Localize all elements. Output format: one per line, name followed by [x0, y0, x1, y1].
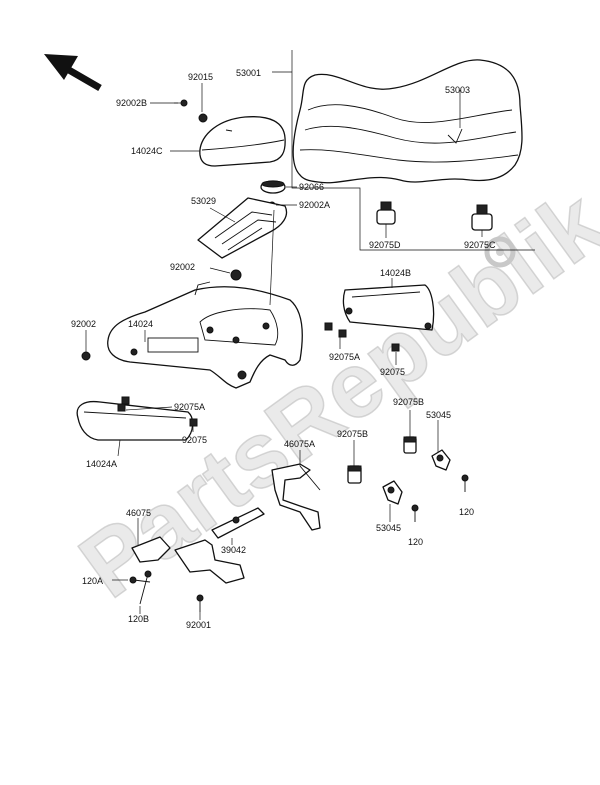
bracket-46075a — [271, 463, 321, 531]
bracket-46075 — [131, 536, 245, 584]
label-92075c: 92075C — [464, 240, 496, 250]
damper-92075c — [471, 204, 493, 231]
label-92075b-right: 92075B — [393, 397, 424, 407]
grommet-set — [81, 322, 400, 427]
label-53029: 53029 — [191, 196, 216, 206]
label-39042: 39042 — [221, 545, 246, 555]
label-92075a-left: 92075A — [174, 402, 205, 412]
clip-53045-right — [431, 449, 451, 471]
clip-53045-mid — [382, 480, 403, 505]
label-92075-left: 92075 — [182, 435, 207, 445]
label-14024b: 14024B — [380, 268, 411, 278]
label-92015: 92015 — [188, 72, 213, 82]
seat-53001 — [292, 59, 523, 184]
label-92001: 92001 — [186, 620, 211, 630]
label-92066: 92066 — [299, 182, 324, 192]
label-120a: 120A — [82, 576, 103, 586]
label-53045-right: 53045 — [426, 410, 451, 420]
screws — [129, 474, 469, 612]
label-92075b-mid: 92075B — [337, 429, 368, 439]
damper-92075b-mid — [347, 465, 362, 484]
label-92075a-right: 92075A — [329, 352, 360, 362]
part-labels: 53001 53003 92015 92002B 14024C 92066 92… — [71, 68, 496, 630]
label-14024a: 14024A — [86, 459, 117, 469]
label-92002-upper: 92002 — [170, 262, 195, 272]
label-14024c: 14024C — [131, 146, 163, 156]
bolt-92002 — [209, 267, 242, 281]
label-53045-mid: 53045 — [376, 523, 401, 533]
side-cover-14024b — [342, 284, 435, 331]
label-14024: 14024 — [128, 319, 153, 329]
label-120-mid: 120 — [408, 537, 423, 547]
grab-rail-53029 — [197, 197, 288, 259]
damper-92075d — [376, 201, 396, 225]
rear-cowl-14024 — [107, 281, 303, 389]
rod-39042 — [211, 507, 265, 539]
label-92002a: 92002A — [299, 200, 330, 210]
label-92075d: 92075D — [369, 240, 401, 250]
label-46075a: 46075A — [284, 439, 315, 449]
label-53003: 53003 — [445, 85, 470, 95]
rear-cushion-14024c — [198, 113, 286, 167]
label-120-right: 120 — [459, 507, 474, 517]
cap-92066 — [260, 180, 286, 194]
label-92002-left: 92002 — [71, 319, 96, 329]
leader-lines — [85, 83, 483, 620]
label-92002b: 92002B — [116, 98, 147, 108]
label-46075: 46075 — [126, 508, 151, 518]
label-120b: 120B — [128, 614, 149, 624]
label-53001: 53001 — [236, 68, 261, 78]
damper-92075b-right — [403, 436, 417, 454]
label-92075-right: 92075 — [380, 367, 405, 377]
front-arrow-icon — [44, 54, 102, 92]
